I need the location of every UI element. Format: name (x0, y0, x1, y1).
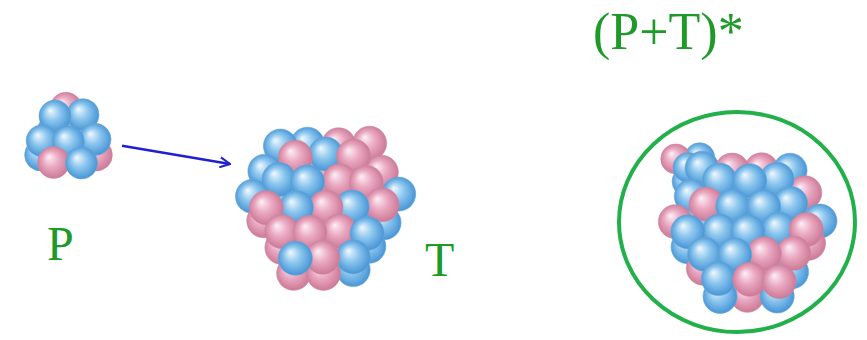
compound-nucleus: (P+T)* (617, 110, 857, 334)
target-nucleus: T (232, 108, 414, 308)
nucleon-clusters (25, 92, 837, 313)
nucleus-label: T (425, 236, 454, 284)
beam-arrow (122, 146, 230, 164)
nucleon-sphere (701, 262, 735, 296)
nucleus-cluster (235, 126, 415, 290)
nucleus-cluster (658, 151, 837, 313)
nucleon-sphere (733, 262, 767, 296)
compound-ellipse (619, 112, 855, 332)
nucleus-cluster (25, 92, 113, 179)
nucleon-sphere (38, 146, 70, 178)
nucleus-label: (P+T)* (593, 6, 744, 58)
nucleon-sphere (65, 147, 97, 179)
node-outline (617, 110, 857, 334)
nucleus-label: P (47, 220, 74, 268)
projectile-nucleus: P (15, 88, 120, 193)
nucleon-sphere (336, 240, 370, 274)
nucleon-sphere (278, 241, 312, 275)
nucleon-sphere (762, 264, 796, 298)
